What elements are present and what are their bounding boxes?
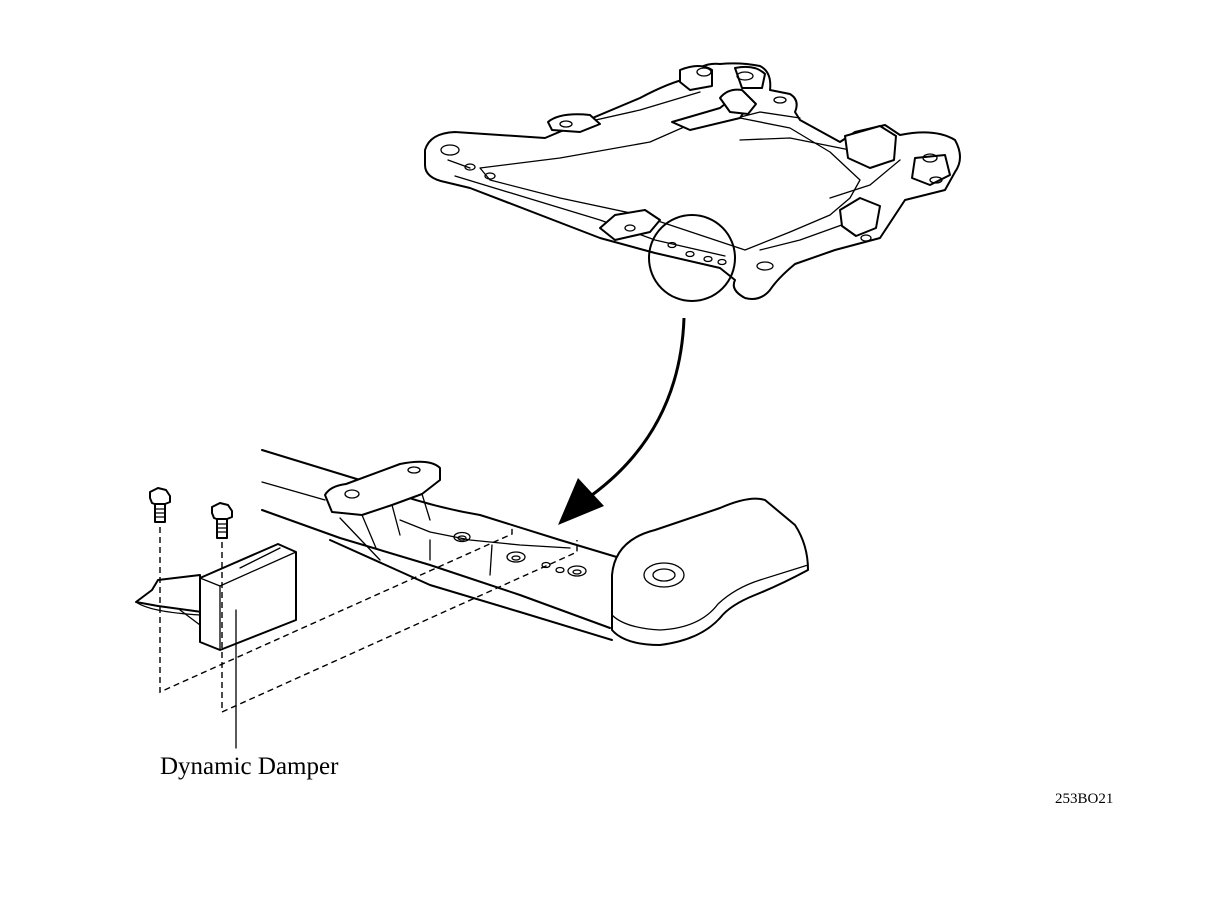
- dynamic-damper-label: Dynamic Damper: [160, 753, 339, 780]
- detail-arrow: [558, 317, 686, 525]
- crossmember-detail: [135, 449, 809, 749]
- figure-code: 253BO21: [1055, 791, 1114, 807]
- subframe-overview: [424, 62, 961, 300]
- detail-circle: [648, 214, 736, 302]
- bolt-right: [211, 502, 233, 539]
- bolt-left: [149, 487, 171, 523]
